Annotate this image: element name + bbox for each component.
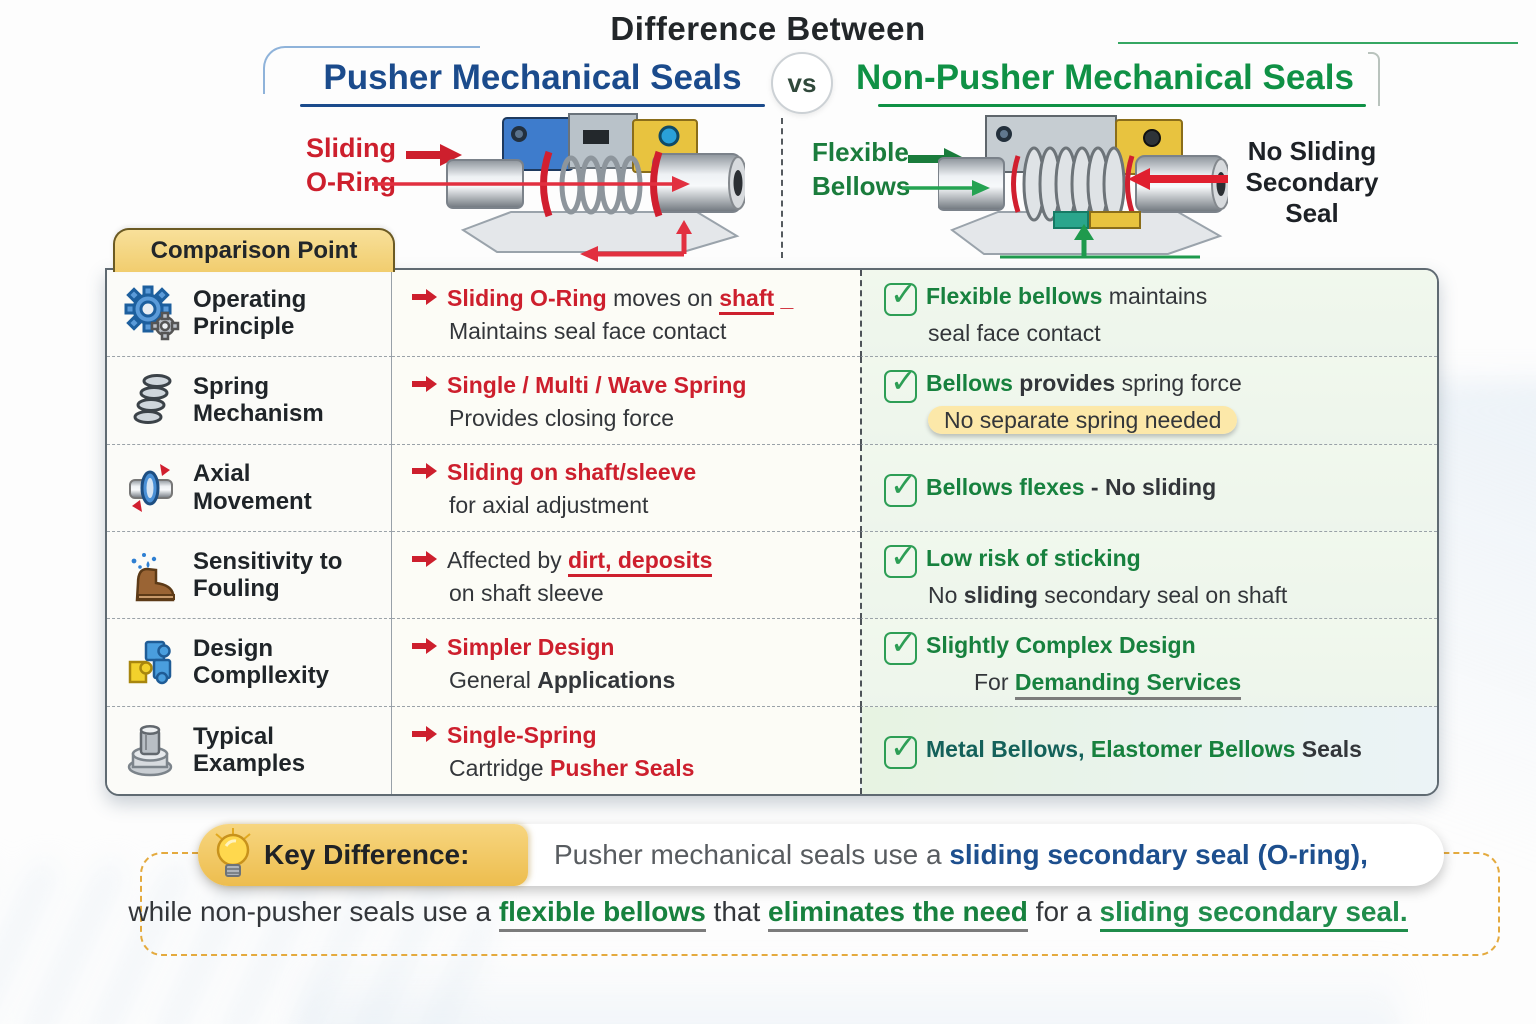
nonpusher-cell-fouling: ✓Low risk of sticking No sliding seconda… [860,532,1437,620]
red-arrow-icon [406,144,462,166]
spring-icon [123,372,181,428]
red-left-arrow-icon [1128,168,1228,190]
sliding-oring-label: Sliding O-Ring [306,133,396,197]
green-check-icon: ✓ [884,363,917,403]
key-difference-line1: Pusher mechanical seals use a sliding se… [554,839,1368,870]
blue-bracket-decoration [263,46,480,94]
fouling-boot-icon [123,547,181,603]
key-difference-banner: Key Difference: Pusher mechanical seals … [198,824,1444,886]
nonpusher-cell-spring: ✓Bellows provides spring force No separa… [860,357,1437,445]
puzzle-icon [123,634,181,690]
green-underline [878,104,1366,107]
pusher-cell-examples: Single-Spring Cartridge Pusher Seals [392,706,860,794]
key-difference-line2: while non-pusher seals use a flexible be… [0,896,1536,932]
green-arrow-icon [902,180,990,196]
comparison-point-header: Comparison Point [113,228,395,272]
green-check-icon: ✓ [884,276,917,316]
gears-icon [123,285,181,341]
cartridge-part-icon [123,722,181,778]
pusher-cell-axial: Sliding on shaft/sleeve for axial adjust… [392,444,860,532]
nonpusher-cell-design: ✓Slightly Complex Design For Demanding S… [860,619,1437,707]
green-bracket-decoration [1368,52,1380,106]
green-check-icon: ✓ [884,467,917,507]
flexible-bellows-label: Flexible Bellows [812,137,911,201]
axial-movement-icon [123,460,181,516]
red-arrow-icon [412,463,437,480]
red-arrow-icon [412,376,437,393]
red-arrow-icon [412,638,437,655]
nonpusher-cell-operating: ✓Flexible bellows maintains seal face co… [860,270,1437,358]
key-difference-label: Key Difference: [264,839,470,870]
red-arrow-icon [412,550,437,567]
green-up-arrow-icon [1000,224,1200,259]
pusher-cell-operating: Sliding O-Ring moves on shaft _ Maintain… [392,270,860,358]
nonpusher-cell-axial: ✓Bellows flexes - No sliding [860,444,1437,532]
pusher-cell-design: Simpler Design General Applications [392,619,860,707]
key-difference-tag: Key Difference: [198,824,528,886]
pusher-cell-spring: Single / Multi / Wave Spring Provides cl… [392,357,860,445]
green-line-decoration [1118,42,1518,44]
blue-underline [300,104,765,107]
pusher-cell-fouling: Affected by dirt, deposits on shaft slee… [392,532,860,620]
seal-diagrams: Sliding O-Ring [0,112,1536,262]
nonpusher-cell-examples: ✓Metal Bellows, Elastomer Bellows Seals [860,706,1437,794]
pusher-title: Pusher Mechanical Seals [323,58,742,97]
green-check-icon: ✓ [884,625,917,665]
dashed-divider [781,118,783,258]
no-sliding-secondary-seal-label: No Sliding Secondary Seal [1245,136,1379,229]
lightbulb-icon [215,828,251,877]
red-arrow-icon [412,288,437,305]
red-arrow-icon [372,176,690,192]
green-check-icon: ✓ [884,538,917,578]
non-pusher-title: Non-Pusher Mechanical Seals [856,58,1354,97]
page-title: Difference Between [610,10,926,47]
vs-badge: vs [771,52,833,114]
red-arrow-icon [412,725,437,742]
green-check-icon: ✓ [884,729,917,770]
red-elbow-arrow-icon [580,220,692,262]
